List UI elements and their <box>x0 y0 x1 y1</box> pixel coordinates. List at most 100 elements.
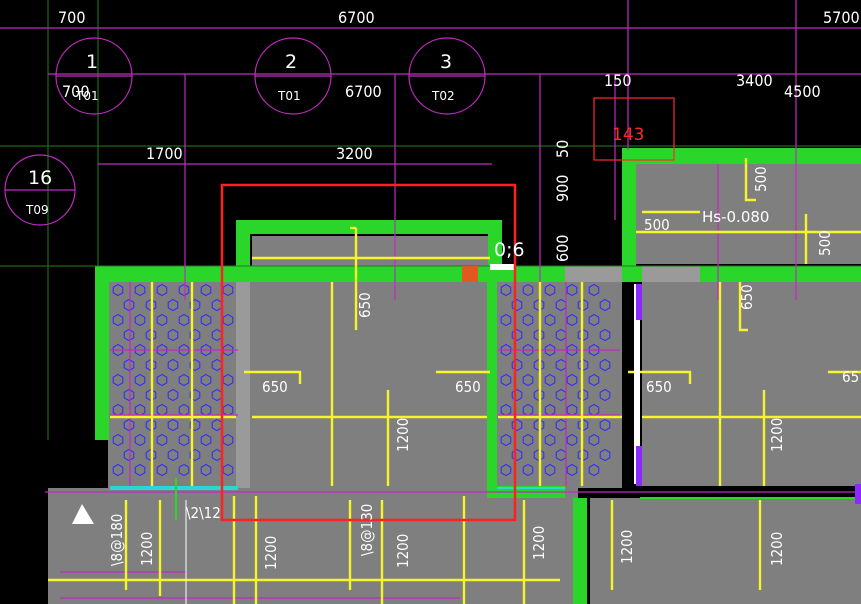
hatch-hexagon <box>500 373 512 387</box>
hatch-hexagon <box>167 358 179 372</box>
wall-upper-right-left <box>622 148 636 266</box>
rebar-650-a: 650 <box>356 292 374 318</box>
dim-row2-700: 700 <box>62 82 89 101</box>
rebar-1200-b: 1200 <box>768 418 786 452</box>
dim-top-6700: 6700 <box>338 8 375 27</box>
rebar-650-b: 650 <box>738 284 756 310</box>
hatch-hexagon <box>189 388 201 402</box>
wall-upper-right-top <box>622 148 861 164</box>
axis-number-2: 2 <box>285 51 297 73</box>
axis-tag-16: T09 <box>25 203 49 217</box>
hatch-hexagon <box>511 418 523 432</box>
hatch-hexagon <box>500 343 512 357</box>
rebar-650-e: 650 <box>646 378 672 396</box>
hatch-hexagon <box>178 283 190 297</box>
hatch-hexagon <box>112 433 124 447</box>
hatch-pattern <box>112 283 611 477</box>
rebar-1200-f: 1200 <box>530 526 548 560</box>
hatch-hexagon <box>500 313 512 327</box>
hatch-hexagon <box>134 343 146 357</box>
hatch-hexagon <box>500 283 512 297</box>
hatch-hexagon <box>134 313 146 327</box>
hatch-hexagon <box>134 283 146 297</box>
rebar-spacing-130: \8@130 <box>358 504 376 556</box>
hatch-hexagon <box>167 418 179 432</box>
hatch-hexagon <box>511 328 523 342</box>
hatch-hexagon <box>511 358 523 372</box>
hatch-hexagon <box>189 298 201 312</box>
slab-center-left <box>250 280 487 488</box>
hatch-hexagon <box>588 283 600 297</box>
axis-tag-3: T02 <box>431 89 455 103</box>
hatch-hexagon <box>189 328 201 342</box>
hatch-hexagon <box>178 433 190 447</box>
slab-center-hatched <box>497 280 622 488</box>
dim-vertical-50: 50 <box>553 140 572 158</box>
dim-row2-6700: 6700 <box>345 82 382 101</box>
hatch-hexagon <box>599 388 611 402</box>
hatch-hexagon <box>566 433 578 447</box>
dim-row2-150: 150 <box>604 71 631 90</box>
hatch-hexagon <box>200 463 212 477</box>
hatch-hexagon <box>511 448 523 462</box>
hatch-hexagon <box>200 433 212 447</box>
dim-top-5700: 5700 <box>823 8 860 27</box>
hatch-hexagon <box>599 328 611 342</box>
dim-row2-4500: 4500 <box>784 82 821 101</box>
rebar-650-d: 650 <box>455 378 481 396</box>
rebar-1200-c: 1200 <box>138 532 156 566</box>
hatch-hexagon <box>167 328 179 342</box>
hatch-hexagon <box>189 418 201 432</box>
hatch-hexagon <box>599 418 611 432</box>
hatch-hexagon <box>178 343 190 357</box>
hatch-hexagon <box>112 283 124 297</box>
dim-top-700: 700 <box>58 8 85 27</box>
slab-upper-right <box>636 164 861 264</box>
hatch-hexagon <box>200 373 212 387</box>
axis-tag-1: T01 <box>75 89 99 103</box>
hatch-hexagon <box>167 448 179 462</box>
dimension-labels: 700 6700 5700 1 T01 2 T01 3 T02 16 T09 7… <box>25 8 860 570</box>
hatch-hexagon <box>167 298 179 312</box>
axis-number-3: 3 <box>440 51 452 73</box>
rebar-1200-d: 1200 <box>262 536 280 570</box>
rebar-500-c: 500 <box>816 230 834 256</box>
hatch-hexagon <box>566 283 578 297</box>
hatch-hexagon <box>200 343 212 357</box>
hatch-hexagon <box>178 313 190 327</box>
hatch-hexagon <box>112 463 124 477</box>
hatch-hexagon <box>112 373 124 387</box>
hatch-hexagon <box>500 433 512 447</box>
hatch-hexagon <box>189 448 201 462</box>
hatch-hexagon <box>566 373 578 387</box>
hatch-hexagon <box>112 343 124 357</box>
axis-number-1: 1 <box>86 51 98 73</box>
hatch-hexagon <box>156 433 168 447</box>
rebar-1200-e: 1200 <box>394 534 412 568</box>
rebar-65: 65 <box>842 368 859 386</box>
hatch-hexagon <box>123 388 135 402</box>
hatch-hexagon <box>544 373 556 387</box>
hatch-hexagon <box>123 298 135 312</box>
slab-fills <box>48 164 861 604</box>
dim-row3-3200: 3200 <box>336 144 373 163</box>
hatch-hexagon <box>588 463 600 477</box>
rebar-1200-g: 1200 <box>618 530 636 564</box>
selection-rectangle[interactable] <box>220 183 517 522</box>
dim-row2-3400: 3400 <box>736 71 773 90</box>
hatch-hexagon <box>588 373 600 387</box>
dim-row3-1700: 1700 <box>146 144 183 163</box>
hatch-hexagon <box>588 313 600 327</box>
hatch-hexagon <box>599 298 611 312</box>
axis-bubbles <box>4 37 486 226</box>
hatch-hexagon <box>511 298 523 312</box>
hatch-hexagon <box>178 463 190 477</box>
rebar-650-c: 650 <box>262 378 288 396</box>
hatch-hexagon <box>156 313 168 327</box>
rebar-code: \2\12 <box>186 504 221 522</box>
hatch-hexagon <box>178 373 190 387</box>
hatch-hexagon <box>189 358 201 372</box>
hatch-hexagon <box>588 343 600 357</box>
